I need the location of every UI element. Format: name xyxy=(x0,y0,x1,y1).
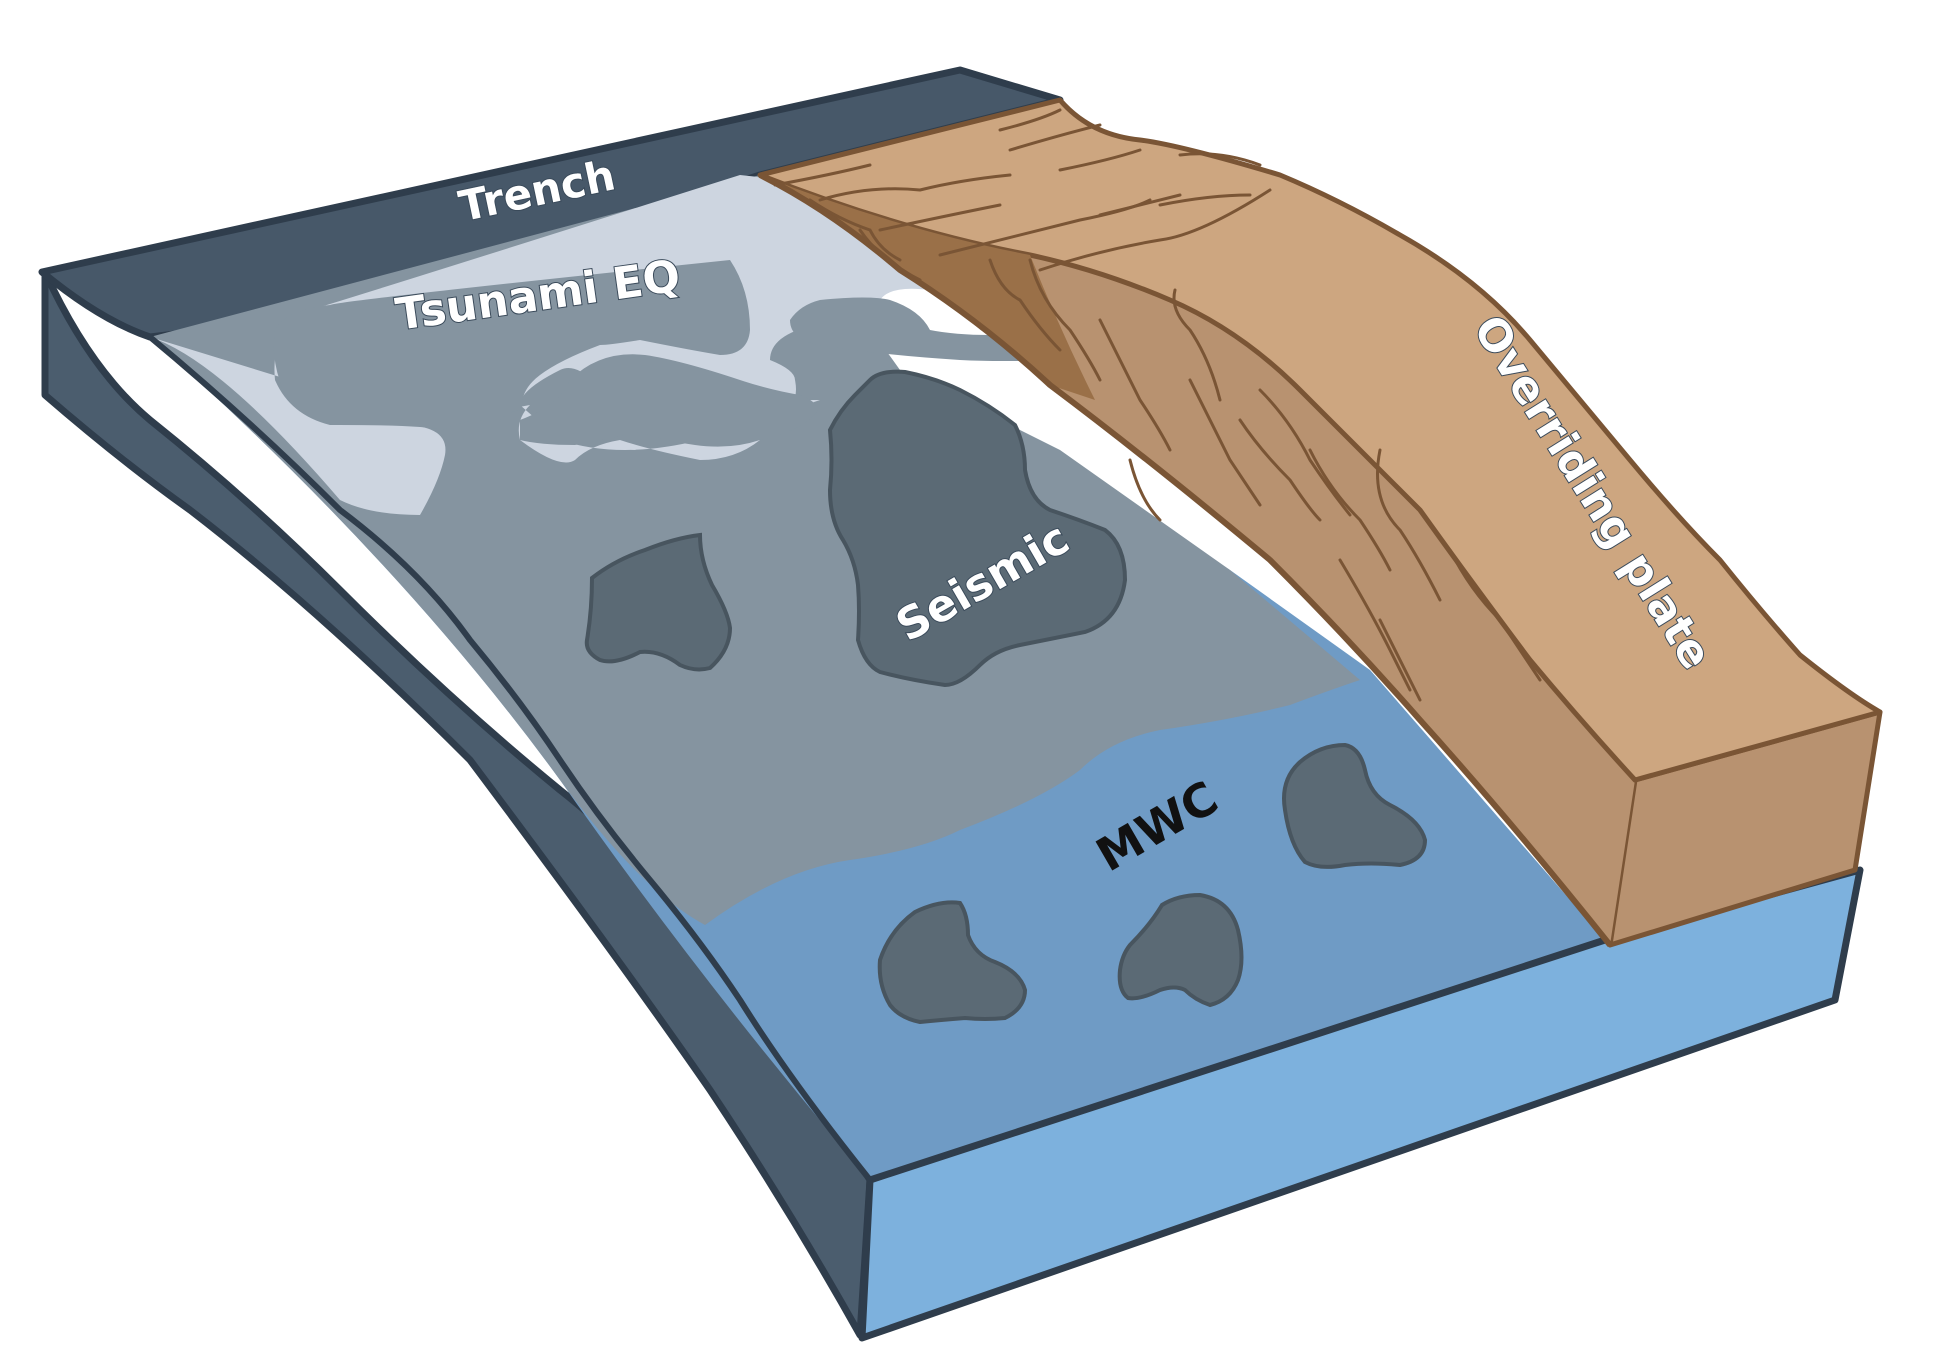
mwc-patch-left xyxy=(877,900,1028,1025)
mwc-patch-middle xyxy=(1117,892,1244,1008)
front-water-face xyxy=(858,866,1864,1342)
seismic-patch-large xyxy=(827,369,1128,688)
overriding-plate-top xyxy=(757,97,1883,783)
plate-texture-lines xyxy=(773,108,1542,702)
mwc-patch-right xyxy=(1282,742,1428,869)
trench-inner-edge xyxy=(148,334,873,1182)
tsunami-cloud-mid xyxy=(790,297,1060,361)
seismic-patch-small xyxy=(584,532,733,672)
tsunami-cloud-left xyxy=(273,260,750,430)
tsunami-cloud-right xyxy=(520,354,818,447)
tsunami-zone xyxy=(150,175,1060,515)
